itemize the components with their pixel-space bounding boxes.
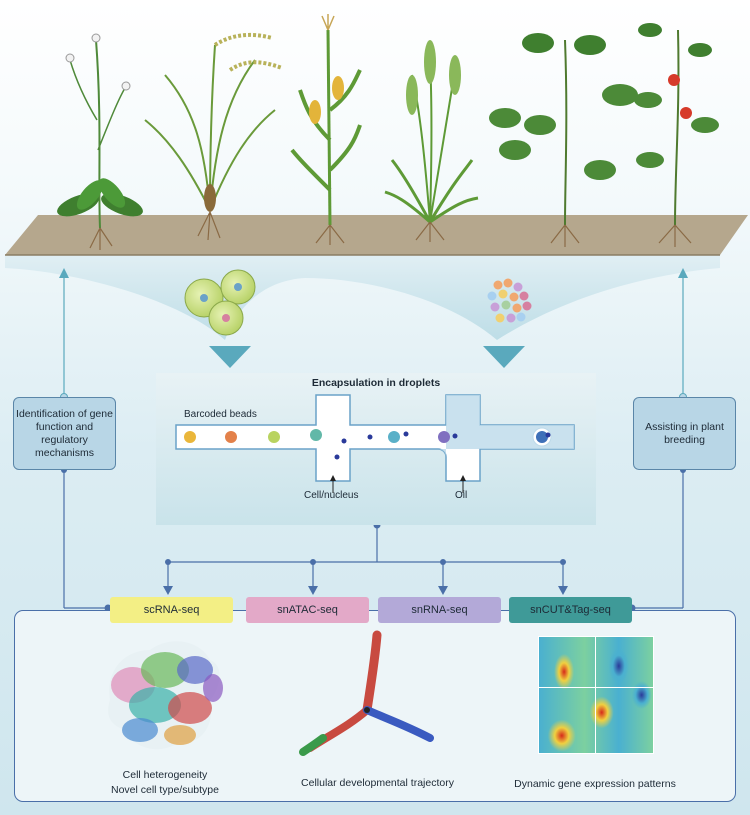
- tech-scrna-seq: scRNA-seq: [110, 597, 233, 623]
- caption-trajectory: Cellular developmental trajectory: [301, 777, 454, 789]
- barcoded-beads-label: Barcoded beads: [184, 409, 257, 420]
- funnel-arrow-left: [209, 346, 251, 368]
- cells-nuclei: [334, 431, 551, 460]
- trajectory-plot-icon: [299, 630, 434, 756]
- tech-sncut-tag-seq: snCUT&Tag-seq: [509, 597, 632, 623]
- cell-nucleus-label: Cell/nucleus: [304, 490, 359, 501]
- gene-function-text: Identification of gene function and regu…: [16, 407, 113, 459]
- plant-arabidopsis: [57, 33, 143, 250]
- plant-breeding-text: Assisting in plant breeding: [645, 420, 724, 446]
- tree-connector: [163, 521, 568, 595]
- soil-strip: [5, 215, 748, 255]
- heatmap-divider-horizontal: [539, 687, 653, 688]
- plant-tomato: [634, 23, 719, 247]
- caption-cell-heterogeneity: Cell heterogeneity Novel cell type/subty…: [80, 768, 250, 798]
- left-up-arrow: [59, 268, 69, 401]
- gene-function-box: Identification of gene function and regu…: [13, 397, 116, 470]
- plant-breeding-box: Assisting in plant breeding: [633, 397, 736, 470]
- nuclei-icon: [487, 278, 532, 323]
- funnel-shape: [5, 255, 720, 340]
- encapsulation-title: Encapsulation in droplets: [311, 377, 441, 389]
- side-connectors: [61, 467, 686, 612]
- microfluidic-chip: [175, 394, 575, 493]
- encapsulation-panel: Encapsulation in droplets Barcoded beads…: [156, 373, 596, 525]
- plant-wheat: [384, 40, 479, 242]
- heatmap-divider-vertical: [595, 637, 596, 753]
- funnel-arrow-right: [483, 346, 525, 368]
- caption-cell-heterogeneity-line1: Cell heterogeneity: [122, 769, 208, 781]
- caption-expression-patterns: Dynamic gene expression patterns: [514, 778, 676, 790]
- oil-label: Oil: [455, 490, 468, 501]
- umap-plot-icon: [108, 641, 223, 750]
- heatmap-icon: [538, 636, 654, 754]
- tech-snatac-seq: snATAC-seq: [246, 597, 369, 623]
- tech-snrna-seq: snRNA-seq: [378, 597, 501, 623]
- barcoded-beads: [184, 427, 552, 447]
- plant-soybean: [489, 33, 638, 247]
- caption-cell-heterogeneity-line2: Novel cell type/subtype: [111, 784, 219, 796]
- plant-cells-icon: [184, 269, 256, 336]
- plant-rice: [144, 32, 283, 241]
- plant-maize: [290, 14, 362, 245]
- right-up-arrow: [678, 268, 688, 401]
